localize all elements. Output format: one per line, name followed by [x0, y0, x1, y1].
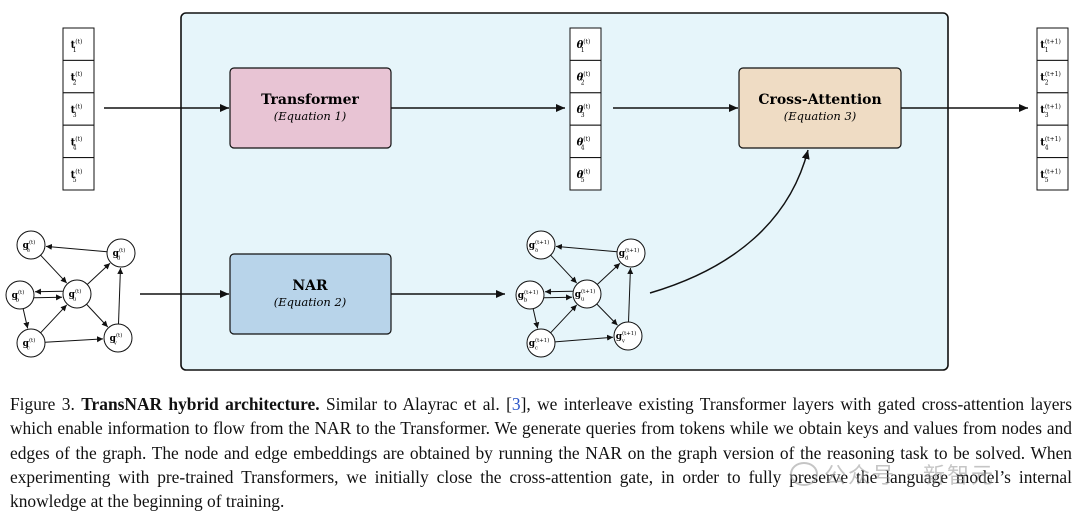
theta-cell-2: θ(t)2 — [569, 59, 602, 94]
input-token-label: t(t)1 — [71, 39, 83, 55]
output-token-4: t(t+1)4 — [1036, 124, 1069, 159]
output-token-label: t(t+1)3 — [1040, 104, 1061, 120]
figure-label: Figure 3. — [10, 394, 75, 414]
graph-edge — [532, 308, 540, 329]
graph-edge — [550, 254, 578, 284]
output-token-label: t(t+1)4 — [1040, 136, 1061, 152]
input-graph: g(t)a g(t)d g(t)b g(t)u g(t)c g(t)v — [5, 230, 136, 358]
input-token-4: t(t)4 — [62, 124, 95, 159]
graph-node-label: g(t+1)v — [616, 330, 637, 345]
graph-node-label: g(t+1)a — [529, 239, 550, 254]
graph-edge — [45, 243, 108, 253]
output-token-3: t(t+1)3 — [1036, 92, 1069, 126]
nar-title: NAR — [292, 278, 328, 294]
graph-edge — [550, 304, 578, 334]
graph-node-gb: g(t)b — [5, 280, 35, 310]
graph-node-label: g(t)b — [12, 289, 25, 304]
cross-attention-block: Cross-Attention (Equation 3) — [738, 67, 902, 149]
output-graph: g(t+1)a g(t+1)d g(t+1)b g(t+1)u g(t+1)c g(t+1… — [515, 230, 646, 358]
graph-node-ga: g(t)a — [16, 230, 46, 260]
graph-edge — [22, 308, 30, 329]
graph-node-label: g(t)c — [23, 337, 36, 352]
graph-node-label: g(t)v — [110, 332, 123, 347]
input-token-label: t(t)4 — [71, 136, 83, 152]
transformer-title: Transformer — [261, 92, 359, 108]
input-tokens-column: t(t)1 t(t)2 t(t)3 t(t)4 t(t)5 — [62, 27, 95, 191]
theta-cell-3: θ(t)3 — [569, 92, 602, 126]
architecture-diagram: t(t)1t(t)2t(t)3t(t)4t(t)5 θ(t)1θ(t)2θ(t)… — [5, 12, 1069, 371]
theta-cell-5: θ(t)5 — [569, 157, 602, 191]
theta-cell-label: θ(t)5 — [577, 168, 591, 184]
watermark-text: 公众号 · 新智元 — [824, 464, 995, 489]
output-token-1: t(t+1)1 — [1036, 27, 1069, 61]
graph-node-label: g(t+1)d — [619, 247, 640, 262]
graph-node-gc: g(t)c — [16, 328, 46, 358]
arrow-graph-to-cross-attention — [649, 149, 810, 294]
cross-attention-equation: (Equation 3) — [784, 109, 857, 123]
graph-edge — [86, 303, 109, 328]
theta-embeddings-column: θ(t)1 θ(t)2 θ(t)3 θ(t)4 θ(t)5 — [569, 27, 602, 191]
graph-node-gd: g(t+1)d — [616, 238, 646, 268]
graph-node-gc: g(t+1)c — [526, 328, 556, 358]
graph-node-label: g(t+1)b — [518, 289, 539, 304]
graph-edge — [596, 303, 618, 326]
theta-cell-label: θ(t)1 — [577, 39, 591, 55]
graph-edge — [554, 334, 614, 343]
wechat-icon — [790, 462, 818, 486]
graph-node-label: g(t+1)c — [529, 337, 550, 352]
graph-node-gu: g(t)u — [62, 279, 92, 309]
theta-cell-label: θ(t)2 — [577, 71, 591, 87]
figure-title: TransNAR hybrid architecture. — [81, 394, 320, 414]
output-token-5: t(t+1)5 — [1036, 157, 1069, 191]
graph-node-gv: g(t)v — [103, 323, 133, 353]
theta-cell-4: θ(t)4 — [569, 124, 602, 159]
transformer-equation: (Equation 1) — [274, 109, 347, 123]
graph-node-ga: g(t+1)a — [526, 230, 556, 260]
output-tokens-column: t(t+1)1 t(t+1)2 t(t+1)3 t(t+1)4 t(t+1)5 — [1036, 27, 1069, 191]
nar-block: NAR (Equation 2) — [229, 253, 392, 335]
input-token-5: t(t)5 — [62, 157, 95, 191]
graph-node-label: g(t)u — [69, 288, 82, 303]
graph-node-gd: g(t)d — [106, 238, 136, 268]
input-token-label: t(t)3 — [71, 104, 83, 120]
graph-node-label: g(t)a — [23, 239, 36, 254]
input-token-2: t(t)2 — [62, 59, 95, 94]
output-token-2: t(t+1)2 — [1036, 59, 1069, 94]
theta-cell-label: θ(t)3 — [577, 104, 591, 120]
graph-edge — [40, 254, 68, 284]
caption-text-a: Similar to Alayrac et al. [ — [319, 394, 512, 414]
graph-edge — [86, 262, 111, 285]
graph-edge — [596, 262, 621, 285]
graph-edge — [40, 304, 68, 334]
graph-edge — [117, 267, 124, 325]
input-token-label: t(t)2 — [71, 71, 83, 87]
output-token-label: t(t+1)1 — [1040, 39, 1061, 55]
graph-node-label: g(t)d — [113, 247, 126, 262]
output-token-label: t(t+1)5 — [1040, 168, 1061, 184]
input-token-3: t(t)3 — [62, 92, 95, 126]
graph-node-label: g(t+1)u — [575, 288, 596, 303]
theta-cell-label: θ(t)4 — [577, 136, 591, 152]
output-token-label: t(t+1)2 — [1040, 71, 1061, 87]
input-token-label: t(t)5 — [71, 168, 83, 184]
watermark: 公众号 · 新智元 — [790, 458, 995, 490]
graph-node-gb: g(t+1)b — [515, 280, 545, 310]
cross-attention-title: Cross-Attention — [758, 92, 881, 108]
theta-cell-1: θ(t)1 — [569, 27, 602, 61]
graph-edge — [555, 243, 618, 253]
citation-link[interactable]: 3 — [511, 394, 521, 414]
graph-edge — [44, 336, 104, 343]
graph-node-gv: g(t+1)v — [613, 321, 643, 351]
input-token-1: t(t)1 — [62, 27, 95, 61]
graph-node-gu: g(t+1)u — [572, 279, 602, 309]
nar-equation: (Equation 2) — [274, 295, 347, 309]
graph-edge — [627, 267, 634, 323]
figure-caption: Figure 3. TransNAR hybrid architecture. … — [10, 392, 1072, 513]
transformer-block: Transformer (Equation 1) — [229, 67, 392, 149]
